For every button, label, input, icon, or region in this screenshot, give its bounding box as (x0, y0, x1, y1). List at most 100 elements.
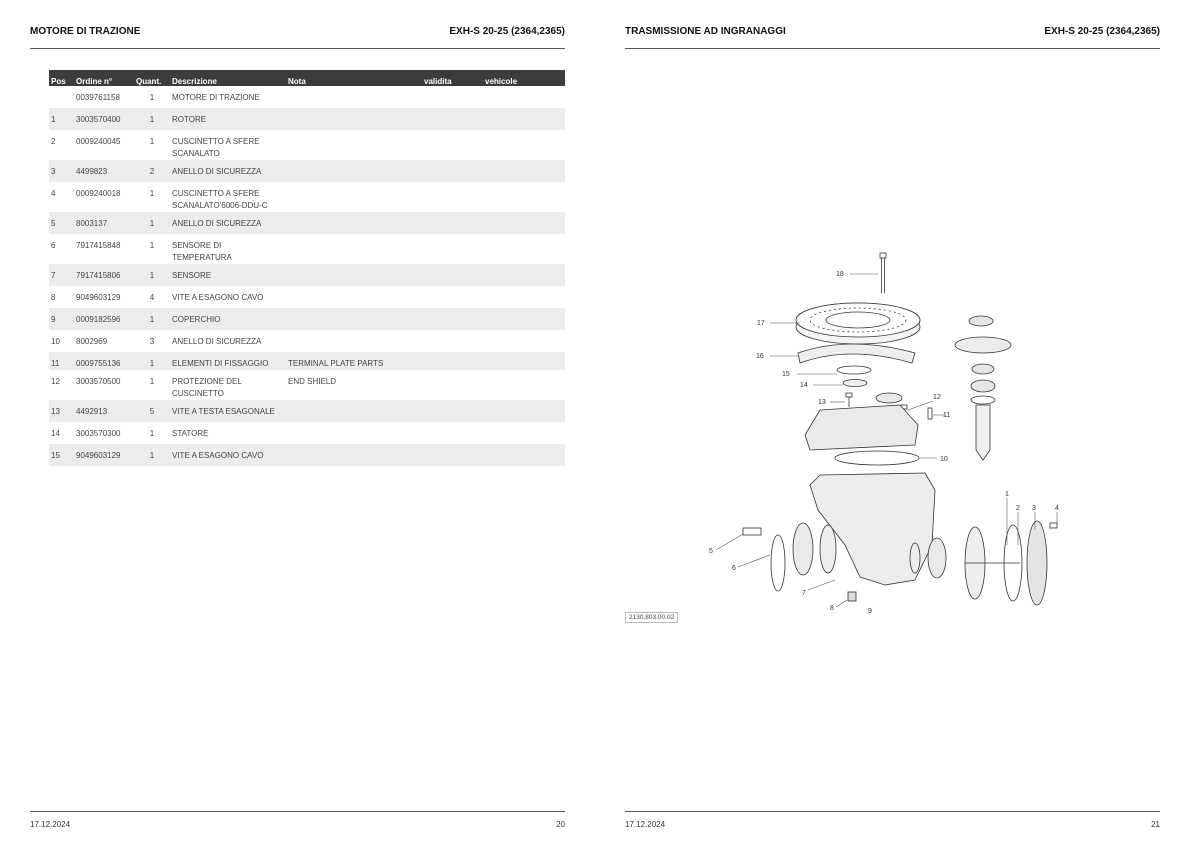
cell-nota (286, 86, 422, 108)
footer-divider (30, 811, 565, 812)
cell-nota (286, 330, 422, 352)
header-divider (30, 48, 565, 49)
col-header-nota: Nota (286, 70, 422, 86)
cell-ordine: 9049603129 (76, 293, 121, 302)
cell-validita (422, 370, 483, 400)
cell-nota (286, 182, 422, 212)
cell-ordine: 0039761158 (76, 93, 120, 102)
image-reference-code: 2130.803.00.02 (625, 612, 679, 623)
col-header-validita: validita (422, 70, 483, 86)
cell-vehicole (483, 286, 565, 308)
cell-descrizione: ROTORE (170, 108, 286, 130)
cell-vehicole (483, 160, 565, 182)
cell-validita (422, 86, 483, 108)
callout-15: 15 (782, 371, 790, 378)
cell-quant: 1 (134, 108, 170, 130)
cell-quant: 1 (149, 377, 155, 386)
cell-nota (286, 286, 422, 308)
cell-validita (422, 444, 483, 466)
exploded-view-diagram: 18 17 16 15 14 13 12 11 10 1 2 3 4 5 6 7… (709, 252, 1059, 615)
cell-validita (422, 212, 483, 234)
cell-vehicole (483, 352, 565, 370)
cell-descrizione: VITE A TESTA ESAGONALE (170, 400, 286, 422)
description-line: VITE A TESTA ESAGONALE (172, 407, 275, 416)
cell-vehicole (483, 264, 565, 286)
cell-pos: 11 (49, 352, 74, 370)
cell-ordine: 0009755136 (74, 352, 134, 370)
cell-pos: 5 (49, 212, 74, 234)
cell-validita (422, 108, 483, 130)
footer-date: 17.12.2024 (30, 820, 71, 829)
cell-validita (422, 234, 483, 264)
col-header-vehicole: vehicole (483, 70, 565, 86)
page-number: 21 (1151, 820, 1160, 829)
page-number: 20 (556, 820, 565, 829)
col-header-quant: Quant. (134, 70, 170, 86)
cell-nota (286, 400, 422, 422)
part-main-housing (809, 472, 936, 586)
cell-nota (286, 264, 422, 286)
cell-ordine: 8003137 (74, 212, 134, 234)
cell-vehicole (483, 86, 565, 108)
cell-nota (286, 160, 422, 182)
cell-quant: 4 (149, 293, 155, 302)
description-line: SENSORE (172, 271, 212, 280)
cell-quant: 1 (134, 444, 170, 466)
description-line-2: SCANALATO'6006-DDU-C (172, 201, 268, 210)
description-line-2: CUSCINETTO (172, 389, 224, 398)
cell-ordine: 0009240018 (76, 189, 121, 198)
page-title: MOTORE DI TRAZIONE (30, 26, 141, 37)
cell-pos (49, 86, 74, 108)
callout-12: 12 (933, 394, 941, 401)
cell-quant: 3 (149, 337, 155, 346)
description-line: ANELLO DI SICUREZZA (172, 219, 262, 228)
part-pin (927, 407, 933, 420)
cell-quant: 1 (149, 137, 155, 146)
cell-pos: 7 (49, 264, 74, 286)
cell-pos: 10 (51, 337, 60, 346)
cell-validita (422, 160, 483, 182)
description-line: MOTORE DI TRAZIONE (172, 93, 260, 102)
callout-11: 11 (943, 412, 950, 419)
description-line: ANELLO DI SICUREZZA (172, 167, 262, 176)
cell-descrizione: VITE A ESAGONO CAVO (170, 286, 286, 308)
cell-validita (422, 400, 483, 422)
cell-ordine: 7917415806 (74, 264, 134, 286)
cell-vehicole (483, 212, 565, 234)
cell-nota (286, 108, 422, 130)
part-shaft-stack (954, 315, 1012, 461)
callout-1: 1 (1005, 491, 1009, 498)
part-bearing-cap (875, 392, 903, 404)
cell-vehicole (483, 370, 565, 400)
left-page: MOTORE DI TRAZIONE EXH-S 20-25 (2364,236… (30, 26, 565, 829)
callout-16: 16 (756, 353, 764, 360)
cell-nota (286, 308, 422, 330)
cell-validita (422, 286, 483, 308)
description-line-2: SCANALATO (172, 149, 220, 158)
part-gasket (834, 450, 920, 466)
table-row: 8 9049603129 4 VITE A ESAGONO CAVO (49, 286, 565, 308)
description-line-2: TEMPERATURA (172, 253, 232, 262)
cell-descrizione: VITE A ESAGONO CAVO (170, 444, 286, 466)
cell-pos: 2 (51, 137, 56, 146)
cell-validita (422, 352, 483, 370)
cell-descrizione: ANELLO DI SICUREZZA (170, 212, 286, 234)
cell-pos: 13 (49, 400, 74, 422)
description-line: COPERCHIO (172, 315, 221, 324)
callout-9: 9 (868, 608, 872, 615)
description-line: PROTEZIONE DEL (172, 377, 242, 386)
part-upper-housing (804, 404, 919, 451)
cell-nota (286, 234, 422, 264)
cell-quant: 1 (134, 212, 170, 234)
cell-ordine: 3003570300 (76, 429, 121, 438)
cell-vehicole (483, 422, 565, 444)
cell-pos: 8 (51, 293, 56, 302)
cell-descrizione: COPERCHIO (170, 308, 286, 330)
